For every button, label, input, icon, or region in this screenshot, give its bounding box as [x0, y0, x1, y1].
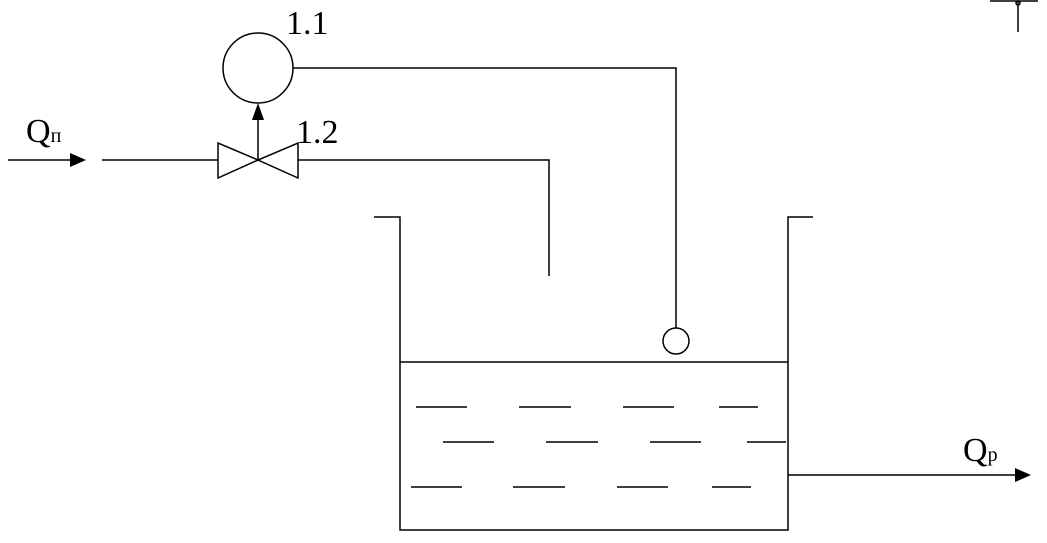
controller-id-label: 1.1: [286, 5, 329, 42]
inflow-label-sub: п: [51, 125, 62, 147]
corner-mark: [990, 0, 1038, 32]
feed-pipe: [298, 159, 550, 276]
tank-walls: [374, 216, 813, 531]
liquid-hatching: [411, 406, 786, 488]
outflow-arrow: [788, 468, 1031, 482]
valve-actuator-arrow: [252, 103, 264, 160]
level-sensor-float: [662, 327, 690, 355]
inflow-arrow: [8, 153, 86, 167]
controller-circle: [222, 32, 294, 104]
outflow-label-sub: р: [988, 444, 998, 466]
inflow-label: Qп: [26, 113, 62, 150]
valve-id-label: 1.2: [296, 114, 339, 151]
outflow-label: Qр: [963, 432, 998, 469]
inflow-label-main: Q: [26, 113, 51, 150]
signal-line: [293, 67, 677, 328]
outflow-label-main: Q: [963, 432, 988, 469]
